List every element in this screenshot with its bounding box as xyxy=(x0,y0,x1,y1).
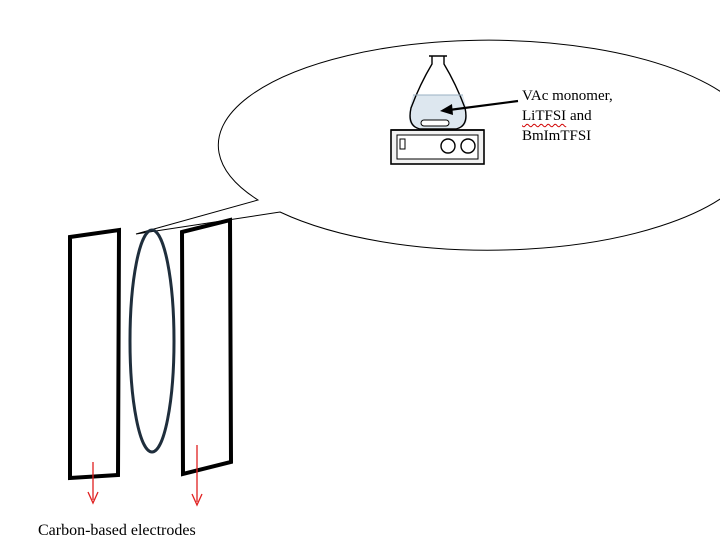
label-pointer-arrow xyxy=(440,99,519,115)
mixture-label: VAc monomer, LiTFSI and BmImTFSI xyxy=(522,86,613,146)
erlenmeyer-flask xyxy=(409,55,467,130)
electrolyte-ring xyxy=(128,228,176,454)
hot-plate-stirrer xyxy=(390,129,485,165)
mixture-label-line3: BmImTFSI xyxy=(522,128,592,144)
litfsi-text: LiTFSI xyxy=(522,108,567,124)
mixture-label-line1: VAc monomer, xyxy=(522,88,613,104)
and-text: and xyxy=(566,108,592,124)
right-electrode-arrow xyxy=(191,445,203,507)
electrodes-caption: Carbon-based electrodes xyxy=(38,522,196,539)
right-electrode xyxy=(179,217,234,477)
left-electrode-arrow xyxy=(87,462,99,505)
mixture-label-line2: LiTFSI and xyxy=(522,106,613,126)
stir-bar xyxy=(420,119,450,127)
left-electrode xyxy=(68,227,122,481)
